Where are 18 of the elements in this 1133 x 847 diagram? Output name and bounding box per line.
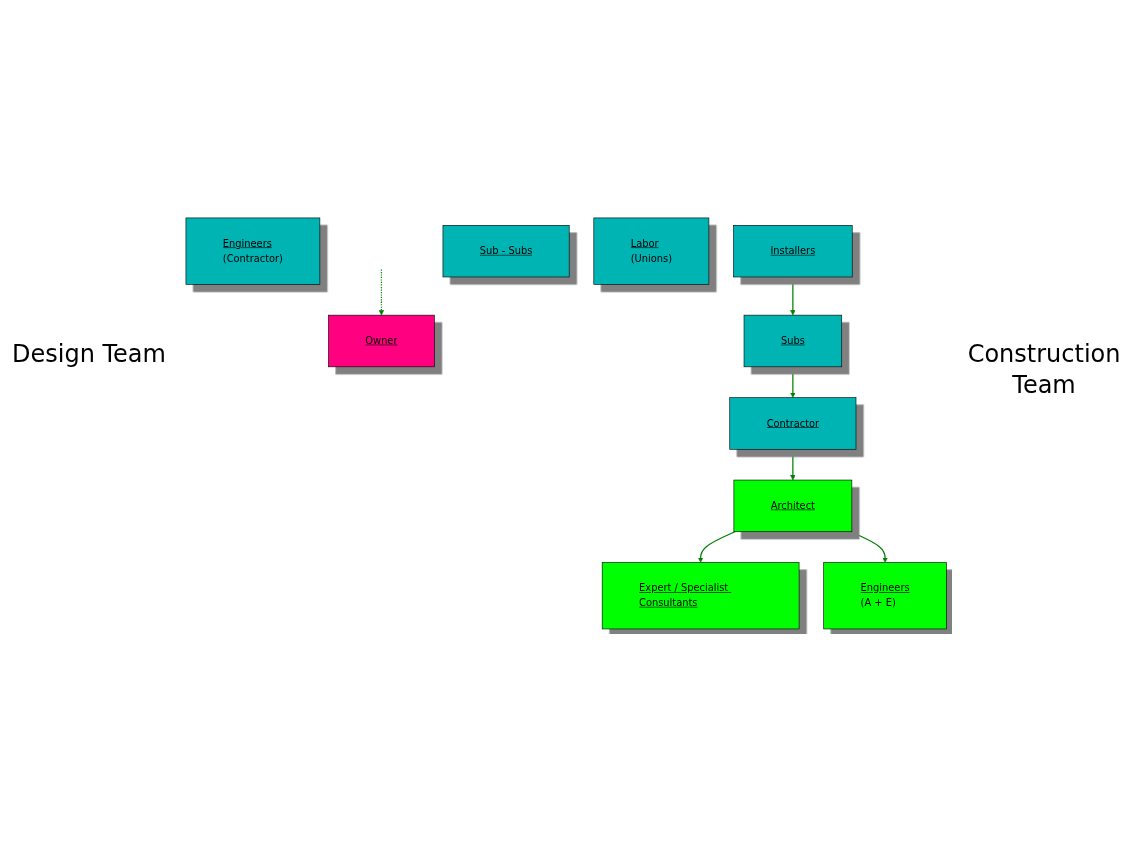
node-box: Subs [743, 314, 843, 368]
node-box: Contractor [729, 397, 857, 450]
arrow [698, 531, 736, 563]
node-box: Expert / Specialist Consultants [602, 562, 800, 630]
team-label: Design Team [11, 338, 167, 370]
arrow [850, 531, 889, 563]
team-label: Construction Team [966, 338, 1122, 401]
node-box: Installers [733, 225, 853, 278]
arrow [790, 448, 796, 481]
arrow [378, 269, 385, 316]
node-box: Engineers (Contractor) [185, 217, 321, 285]
node-box: Architect [733, 479, 853, 533]
node-box: Labor (Unions) [593, 217, 710, 285]
arrow [790, 276, 796, 316]
node-box: Sub - Subs [442, 225, 570, 278]
arrow [790, 366, 796, 398]
node-box: Engineers (A + E) [823, 562, 948, 630]
node-box: Owner [328, 314, 435, 368]
